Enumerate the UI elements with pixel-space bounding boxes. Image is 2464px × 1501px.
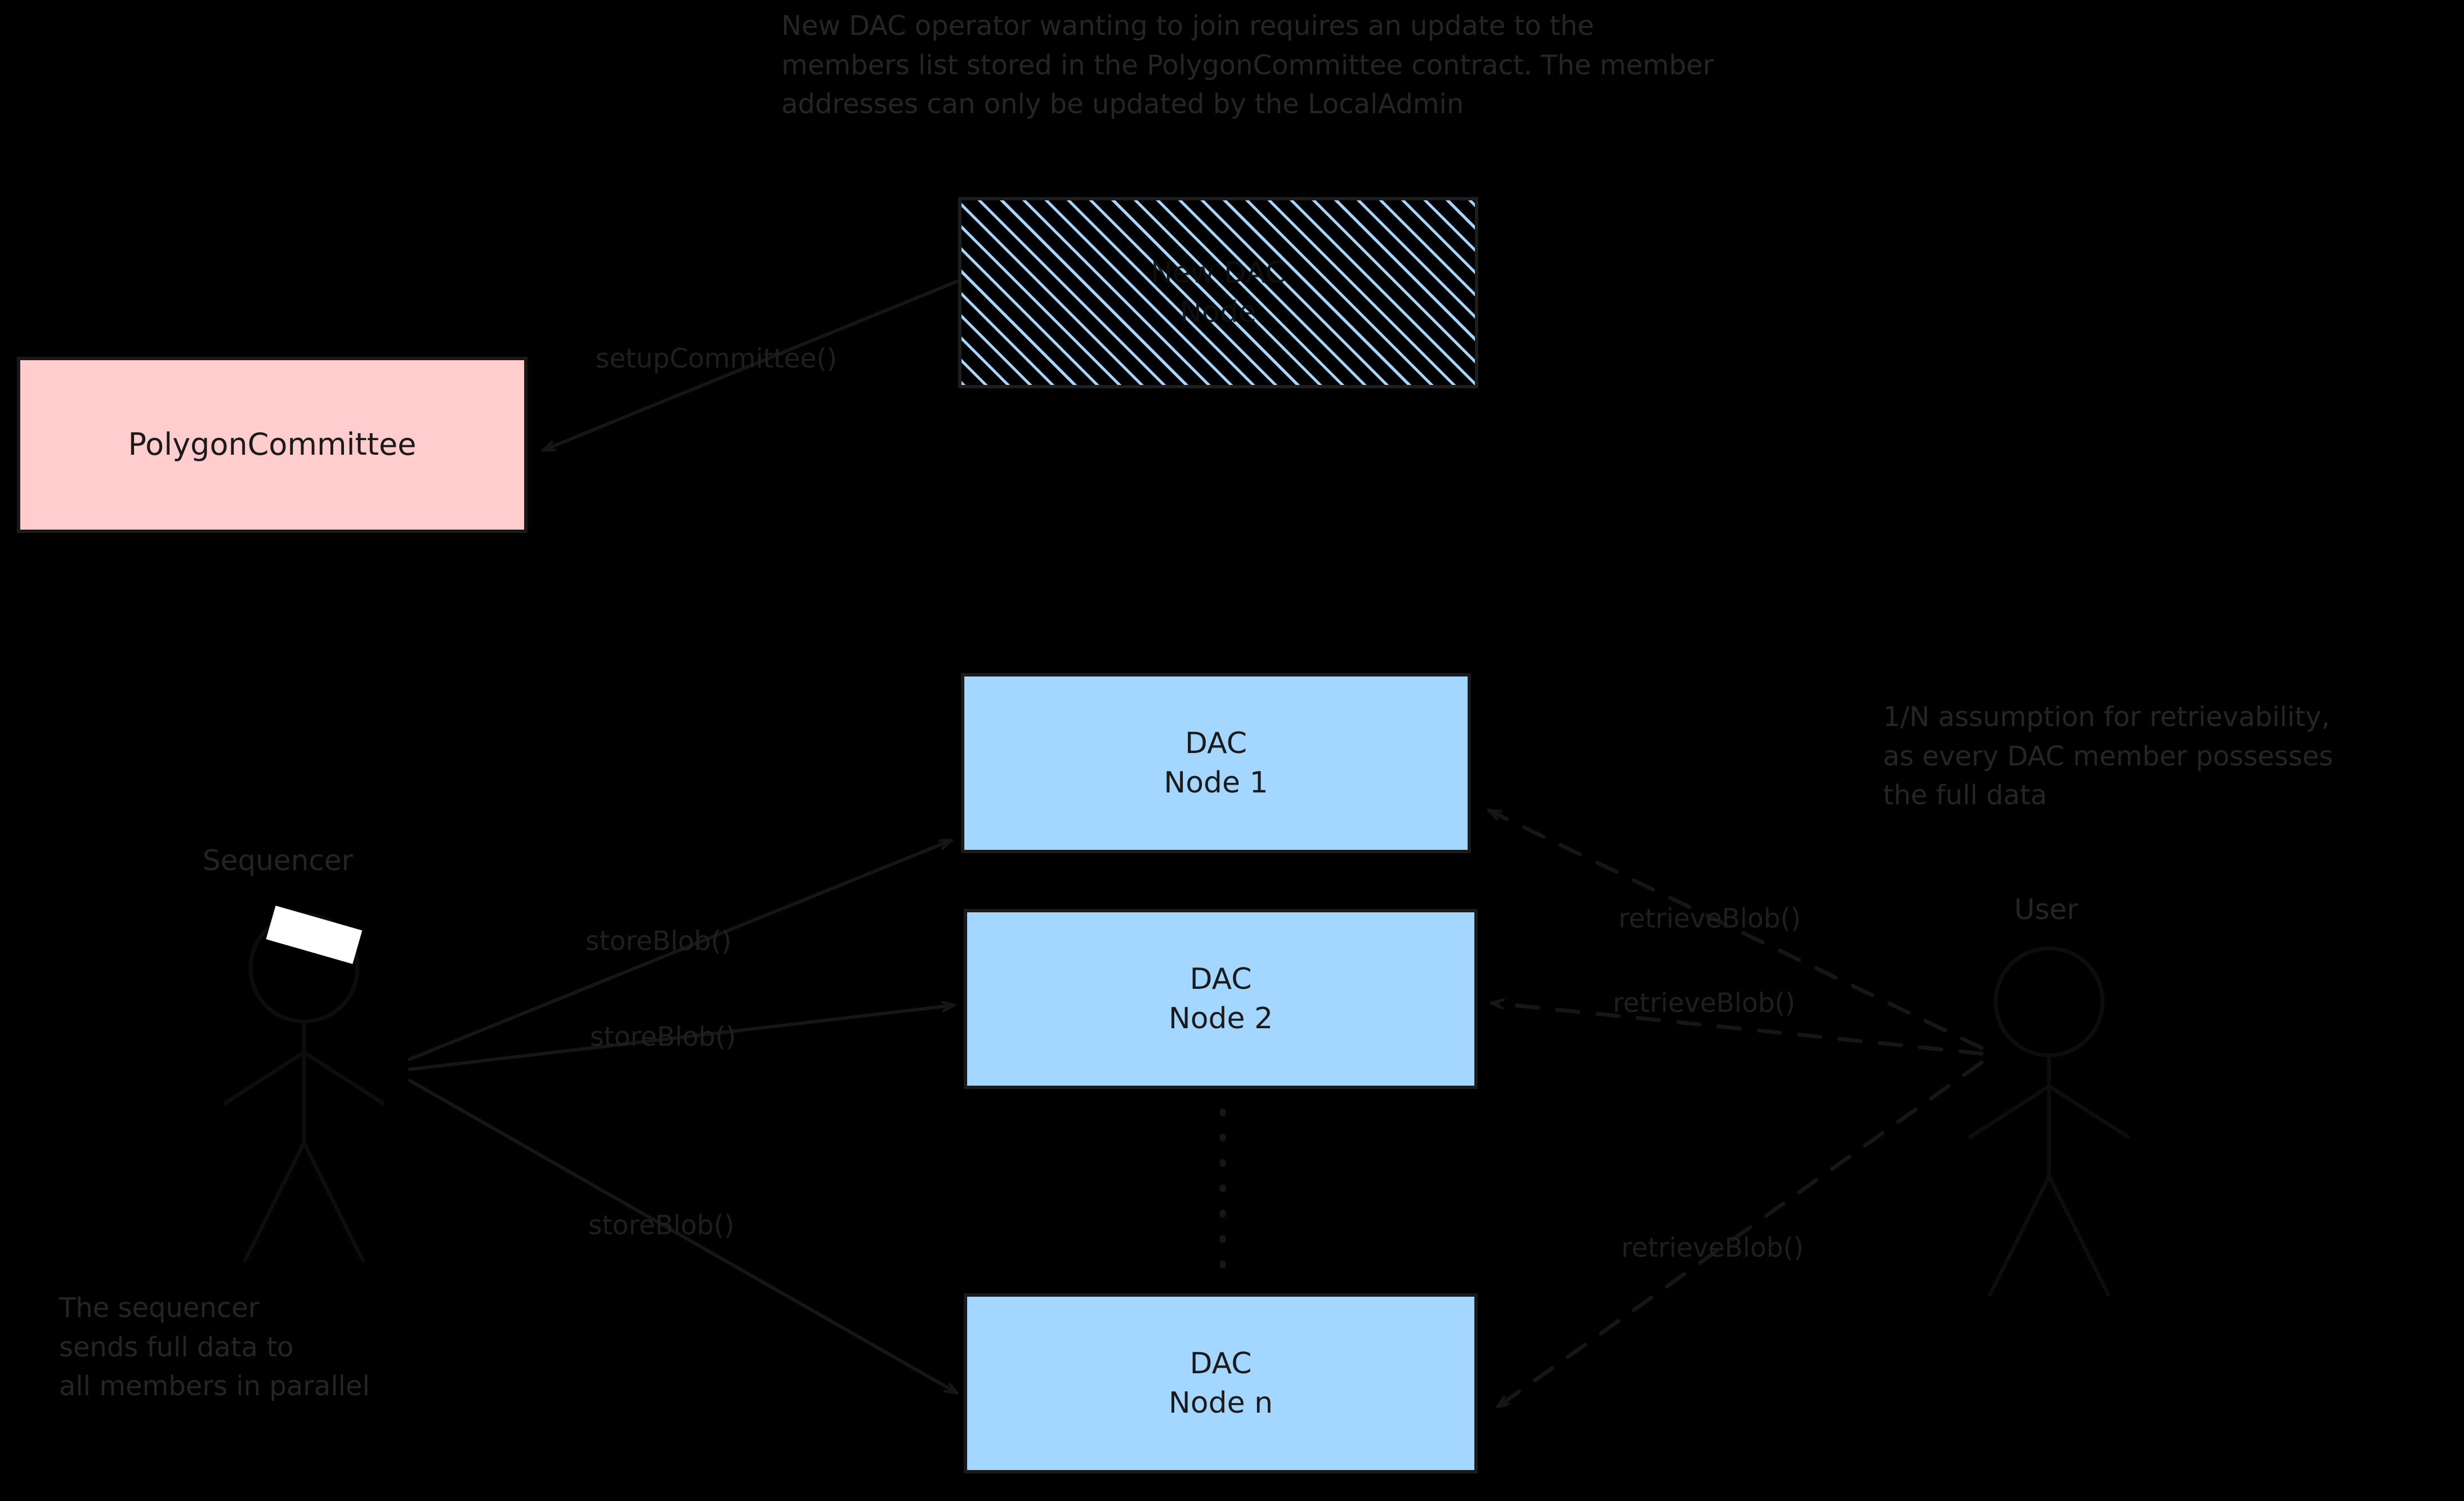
annotation-sequencer-parallel-send: The sequencer sends full data to all mem… xyxy=(59,1292,370,1403)
edge-label-setup-committee: setupCommittee() xyxy=(596,343,838,374)
node-dac-node-2[interactable]: DAC Node 2 xyxy=(964,909,1478,1089)
edge-store-blob-3 xyxy=(408,1079,959,1395)
node-dac-node-2-label: DAC Node 2 xyxy=(1168,962,1273,1036)
sequencer-stick-figure xyxy=(223,912,385,1263)
edge-label-store-blob-3: storeBlob() xyxy=(588,1210,735,1241)
user-stick-figure xyxy=(1968,946,2130,1297)
actor-label-user: User xyxy=(2014,893,2078,926)
node-dac-node-n-label: DAC Node n xyxy=(1168,1346,1273,1420)
node-dac-node-n[interactable]: DAC Node n xyxy=(964,1293,1478,1473)
node-dac-node-1-label: DAC Node 1 xyxy=(1164,726,1268,800)
edge-retrieve-blob-2 xyxy=(1490,1003,1984,1056)
edge-label-store-blob-2: storeBlob() xyxy=(590,1021,736,1052)
edge-store-blob-1 xyxy=(408,839,953,1061)
edge-retrieve-blob-3 xyxy=(1495,1060,1984,1409)
annotation-retrievability-assumption: 1/N assumption for retrievability, as ev… xyxy=(1883,701,2333,812)
edge-label-retrieve-blob-2: retrieveBlob() xyxy=(1613,988,1796,1019)
edge-setup-committee xyxy=(542,280,959,452)
node-new-dac-node[interactable]: New DAC Node xyxy=(958,197,1478,388)
node-polygon-committee[interactable]: PolygonCommittee xyxy=(17,357,527,533)
edge-retrieve-blob-1 xyxy=(1487,808,1984,1050)
edge-label-retrieve-blob-1: retrieveBlob() xyxy=(1618,903,1801,934)
node-dac-node-1[interactable]: DAC Node 1 xyxy=(961,673,1471,853)
edge-label-store-blob-1: storeBlob() xyxy=(585,926,732,957)
edge-label-retrieve-blob-3: retrieveBlob() xyxy=(1621,1233,1804,1263)
edge-store-blob-2 xyxy=(408,1005,956,1071)
actor-label-sequencer: Sequencer xyxy=(203,844,354,877)
node-polygon-committee-label: PolygonCommittee xyxy=(128,427,417,463)
node-new-dac-node-label: New DAC Node xyxy=(1150,256,1286,329)
annotation-new-dac-operator: New DAC operator wanting to join require… xyxy=(781,10,1714,120)
